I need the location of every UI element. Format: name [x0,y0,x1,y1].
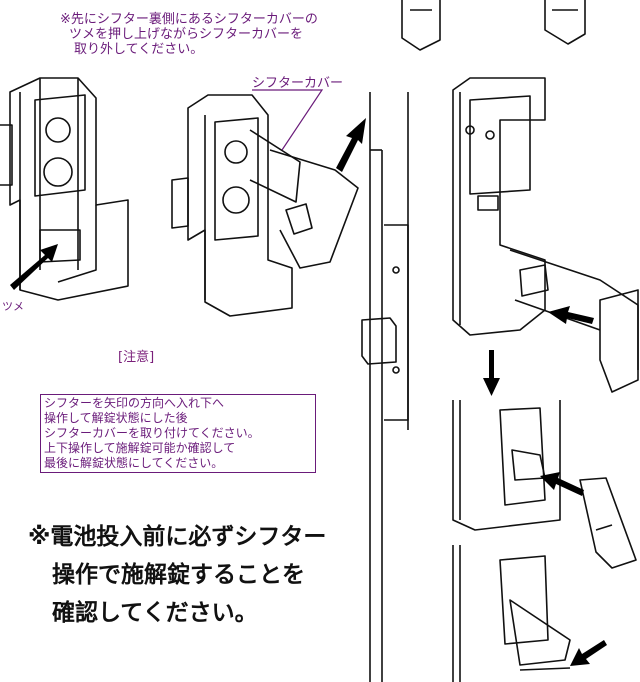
caution-line1: シフターを矢印の方向へ入れ下へ [44,396,225,410]
shifter-cover-label: シフターカバー [252,76,344,91]
battery-warning-line1: ※電池投入前に必ずシフター [28,524,327,550]
arrow-attach-cover [540,472,584,496]
battery-warning: ※電池投入前に必ずシフター 操作で施解錠することを 確認してください。 [28,518,398,632]
shifter-housing-left [0,77,129,301]
arrow-lock-check [570,640,607,666]
arrow-tsume [10,244,58,290]
arrow-insert-shifter [548,306,594,324]
caution-box: シフターを矢印の方向へ入れ下へ 操作して解錠状態にした後 シフターカバーを取り付… [40,394,316,473]
battery-warning-line2: 操作で施解錠することを [52,562,305,588]
caution-line3: シフターカバーを取り付けてください。 [44,426,260,440]
battery-warning-line3: 確認してください。 [52,600,258,626]
caution-title: [注意] [118,350,155,365]
removal-instruction-line1: ※先にシフター裏側にあるシフターカバーの [60,12,318,27]
cover-leader-line [252,89,324,151]
caution-line2: 操作して解錠状態にした後 [44,411,188,425]
lock-unit-right [452,77,639,393]
lock-unit-mid [452,400,637,569]
tsume-label: ツメ [2,300,24,313]
top-parts [401,0,586,51]
removal-instruction-line2: ツメを押し上げながらシフターカバーを [69,27,304,42]
arrow-remove-cover [336,118,366,172]
lock-faceplate [361,92,409,682]
lock-unit-bottom [452,545,571,682]
removal-instruction: ※先にシフター裏側にあるシフターカバーの ツメを押し上げながらシフターカバーを … [60,12,320,57]
removal-instruction-line3: 取り外してください。 [74,42,204,57]
shifter-housing-middle [171,94,359,317]
arrow-down [483,350,500,396]
caution-line4: 上下操作して施解錠可能か確認して [44,441,236,455]
arrows [10,118,607,666]
caution-line5: 最後に解錠状態にしてください。 [44,456,224,470]
